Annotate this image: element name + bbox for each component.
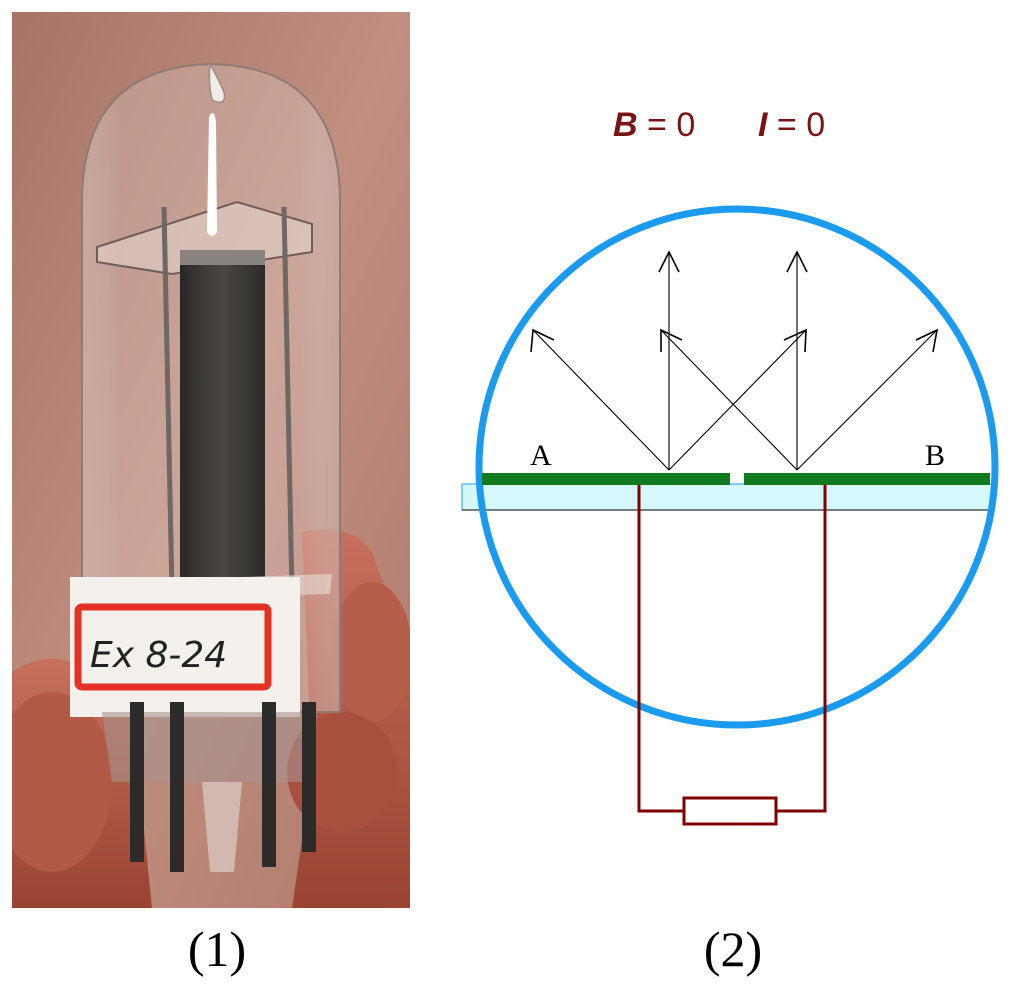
trajectory-arrow (660, 329, 798, 471)
arrowheads (530, 250, 939, 353)
plate-b (744, 473, 990, 485)
i-symbol: I (758, 106, 768, 144)
equation-b: B = 0 (613, 106, 695, 145)
plate-label-a: A (530, 439, 552, 472)
tube-label-text: Ex 8-24 (90, 635, 227, 676)
caption-panel-1: (1) (187, 921, 247, 977)
i-value: = 0 (776, 106, 826, 144)
caption-panel-2: (2) (703, 921, 763, 977)
tube-circle (475, 205, 999, 729)
arrowhead-icon (783, 328, 807, 353)
arrowhead-icon (530, 328, 555, 353)
vacuum-tube-photo: Ex 8-24 (12, 12, 410, 908)
resistor (682, 796, 778, 826)
equation-i: I = 0 (758, 106, 825, 145)
external-circuit (637, 485, 827, 826)
insulator-strip (461, 483, 993, 511)
b-symbol: B (613, 106, 638, 144)
b-value: = 0 (647, 106, 696, 144)
trajectory-arrow (532, 329, 670, 471)
cathode (180, 257, 265, 587)
plate-label-b: B (925, 439, 945, 472)
arrowhead-icon (658, 250, 680, 273)
electron-emission-diagram: A B (461, 205, 999, 826)
arrowhead-icon (660, 328, 683, 352)
arrowhead-icon (915, 328, 939, 353)
trajectory-arrow (668, 329, 807, 471)
trajectory-arrow (796, 329, 938, 471)
tube-label: Ex 8-24 (70, 577, 300, 717)
plate-a (482, 473, 730, 485)
electron-trajectories (532, 252, 938, 471)
arrowhead-icon (786, 250, 808, 273)
